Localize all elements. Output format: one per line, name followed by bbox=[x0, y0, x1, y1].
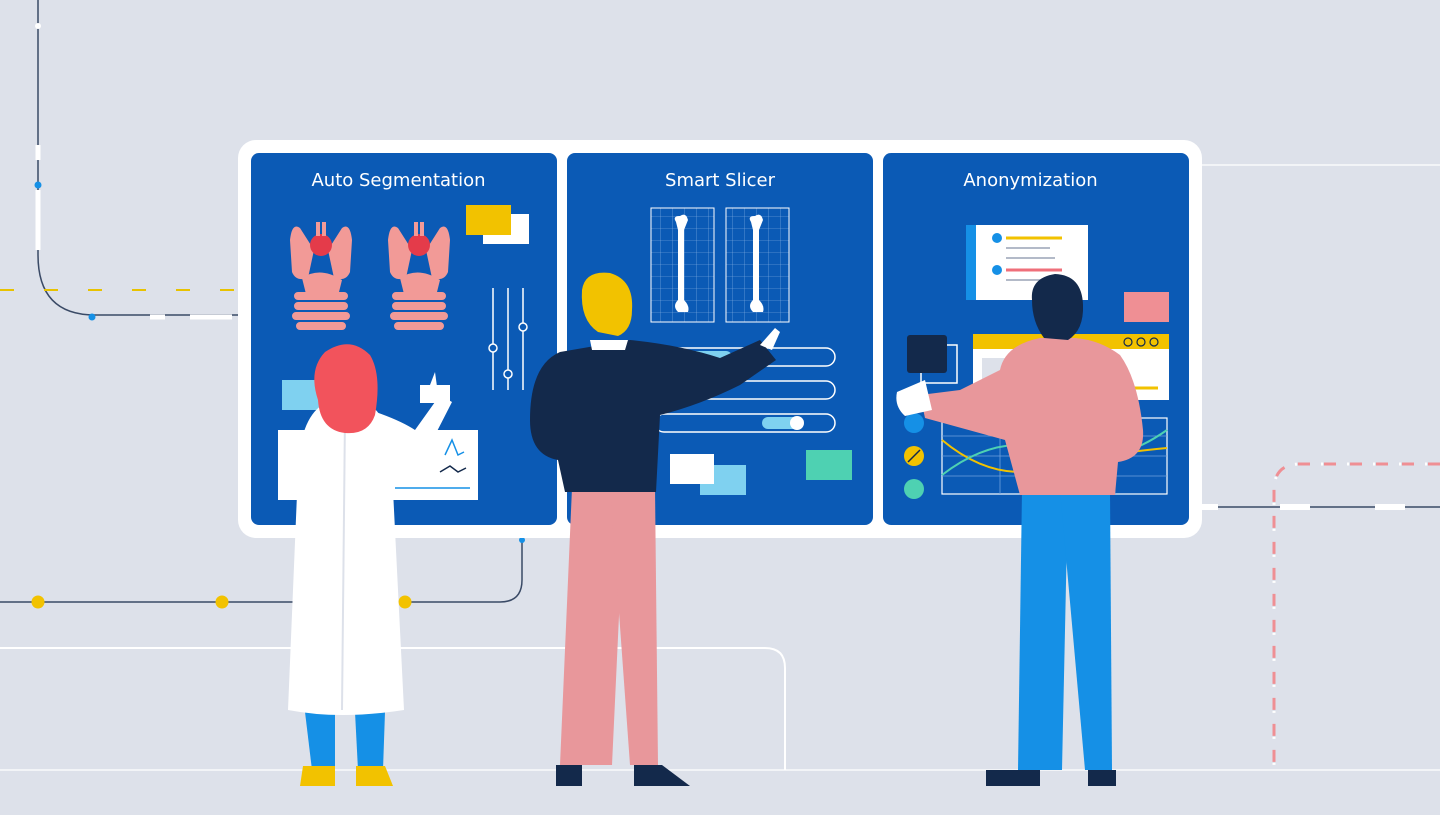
panel-title-anonymization: Anonymization bbox=[963, 170, 1098, 191]
organ-figure-right bbox=[388, 222, 450, 330]
waveform-icon bbox=[444, 438, 465, 457]
sticky-note-pink bbox=[1124, 292, 1169, 322]
sticky-note-white-2 bbox=[670, 454, 714, 484]
sticky-note-mint bbox=[806, 450, 852, 480]
organ-figure-left bbox=[290, 222, 352, 330]
xray-frame-left bbox=[650, 207, 715, 323]
vertical-sliders bbox=[488, 288, 528, 390]
panel-title-smart-slicer: Smart Slicer bbox=[665, 170, 775, 191]
bone-xray-icon bbox=[674, 214, 689, 312]
person-center bbox=[530, 272, 780, 786]
square-navy bbox=[907, 335, 947, 373]
sticky-note-yellow bbox=[466, 205, 511, 235]
panel-title-auto-segmentation: Auto Segmentation bbox=[311, 170, 486, 191]
slider-icon bbox=[790, 416, 804, 430]
circuit-lines bbox=[0, 0, 1440, 771]
status-dots bbox=[904, 413, 924, 499]
person-right bbox=[896, 274, 1144, 786]
xray-frame-right bbox=[725, 207, 790, 323]
person-doctor bbox=[288, 344, 452, 786]
